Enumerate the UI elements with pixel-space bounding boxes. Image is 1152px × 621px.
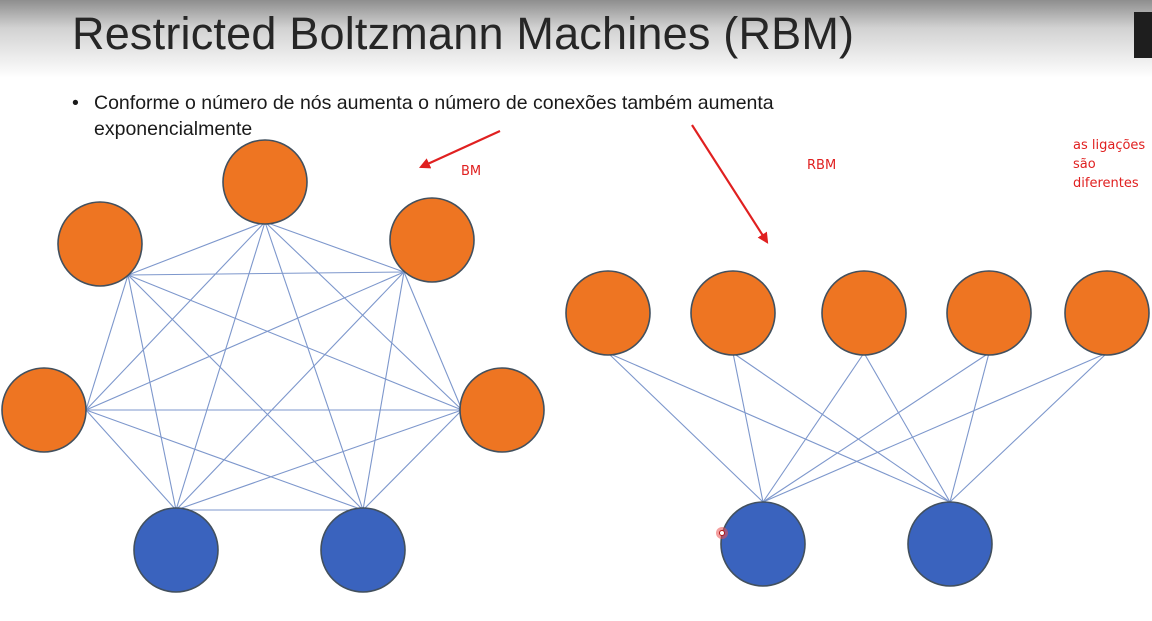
rbm-visible-node-1 [720,501,806,587]
side-note-line: as ligações [1073,138,1146,153]
bm-node-upper-right-hidden [389,197,475,283]
bullet-point: • Conforme o número de nós aumenta o núm… [72,90,892,142]
slide-header-shade [0,0,1152,90]
rbm-hidden-node-1 [565,270,651,356]
rbm-edge [762,352,865,503]
bm-edge [85,271,405,411]
bm-arrow [418,129,501,169]
bm-edge [175,271,405,511]
bm-edge [362,271,405,511]
rbm-edge [762,352,990,503]
rbm-edges [607,352,1108,503]
slide-title: Restricted Boltzmann Machines (RBM) [72,8,855,59]
rbm-edge [949,352,990,503]
bm-edge [127,271,405,276]
rbm-edge [732,352,951,503]
bm-edge [403,271,463,411]
corner-block [1134,12,1152,58]
rbm-hidden-node-4 [946,270,1032,356]
bm-node-bottom-right-visible [320,507,406,593]
rbm-hidden-node-5 [1064,270,1150,356]
rbm-edge [607,352,951,503]
bm-edge [85,274,129,411]
bm-edge [362,409,463,511]
bm-edge [175,221,266,511]
bm-edge [85,409,364,511]
side-note-line: diferentes [1073,176,1139,191]
bm-node-mid-right-hidden [459,367,545,453]
bm-edge [127,274,364,511]
bullet-text: Conforme o número de nós aumenta o númer… [94,92,774,140]
bm-edge [264,221,405,273]
bm-edge [127,221,266,276]
bm-edge [175,409,463,511]
side-note-line: são [1073,157,1096,172]
rbm-edge [762,352,1108,503]
bullet-symbol: • [72,92,79,114]
rbm-visible-node-2 [907,501,993,587]
rbm-arrow [691,124,769,244]
bm-edge [264,221,463,411]
bm-annotation: BM [461,164,482,179]
bm-node-bottom-left-visible [133,507,219,593]
rbm-annotation: RBM [807,158,837,173]
bm-nodes [1,139,545,593]
rbm-hidden-node-3 [821,270,907,356]
bm-edge [127,274,177,511]
bm-edges [85,221,463,511]
bm-node-mid-left-hidden [1,367,87,453]
bm-edge [127,274,463,411]
rbm-hidden-node-2 [690,270,776,356]
rbm-edge [863,352,951,503]
bm-node-top-hidden [222,139,308,225]
side-note: as ligações são diferentes [1073,136,1151,193]
bm-edge [85,409,177,511]
bm-node-upper-left-hidden [57,201,143,287]
rbm-edge [607,352,764,503]
rbm-edge [732,352,764,503]
bm-edge [85,221,266,411]
rbm-nodes [565,270,1150,587]
cursor-pointer [716,527,728,539]
rbm-edge [949,352,1108,503]
